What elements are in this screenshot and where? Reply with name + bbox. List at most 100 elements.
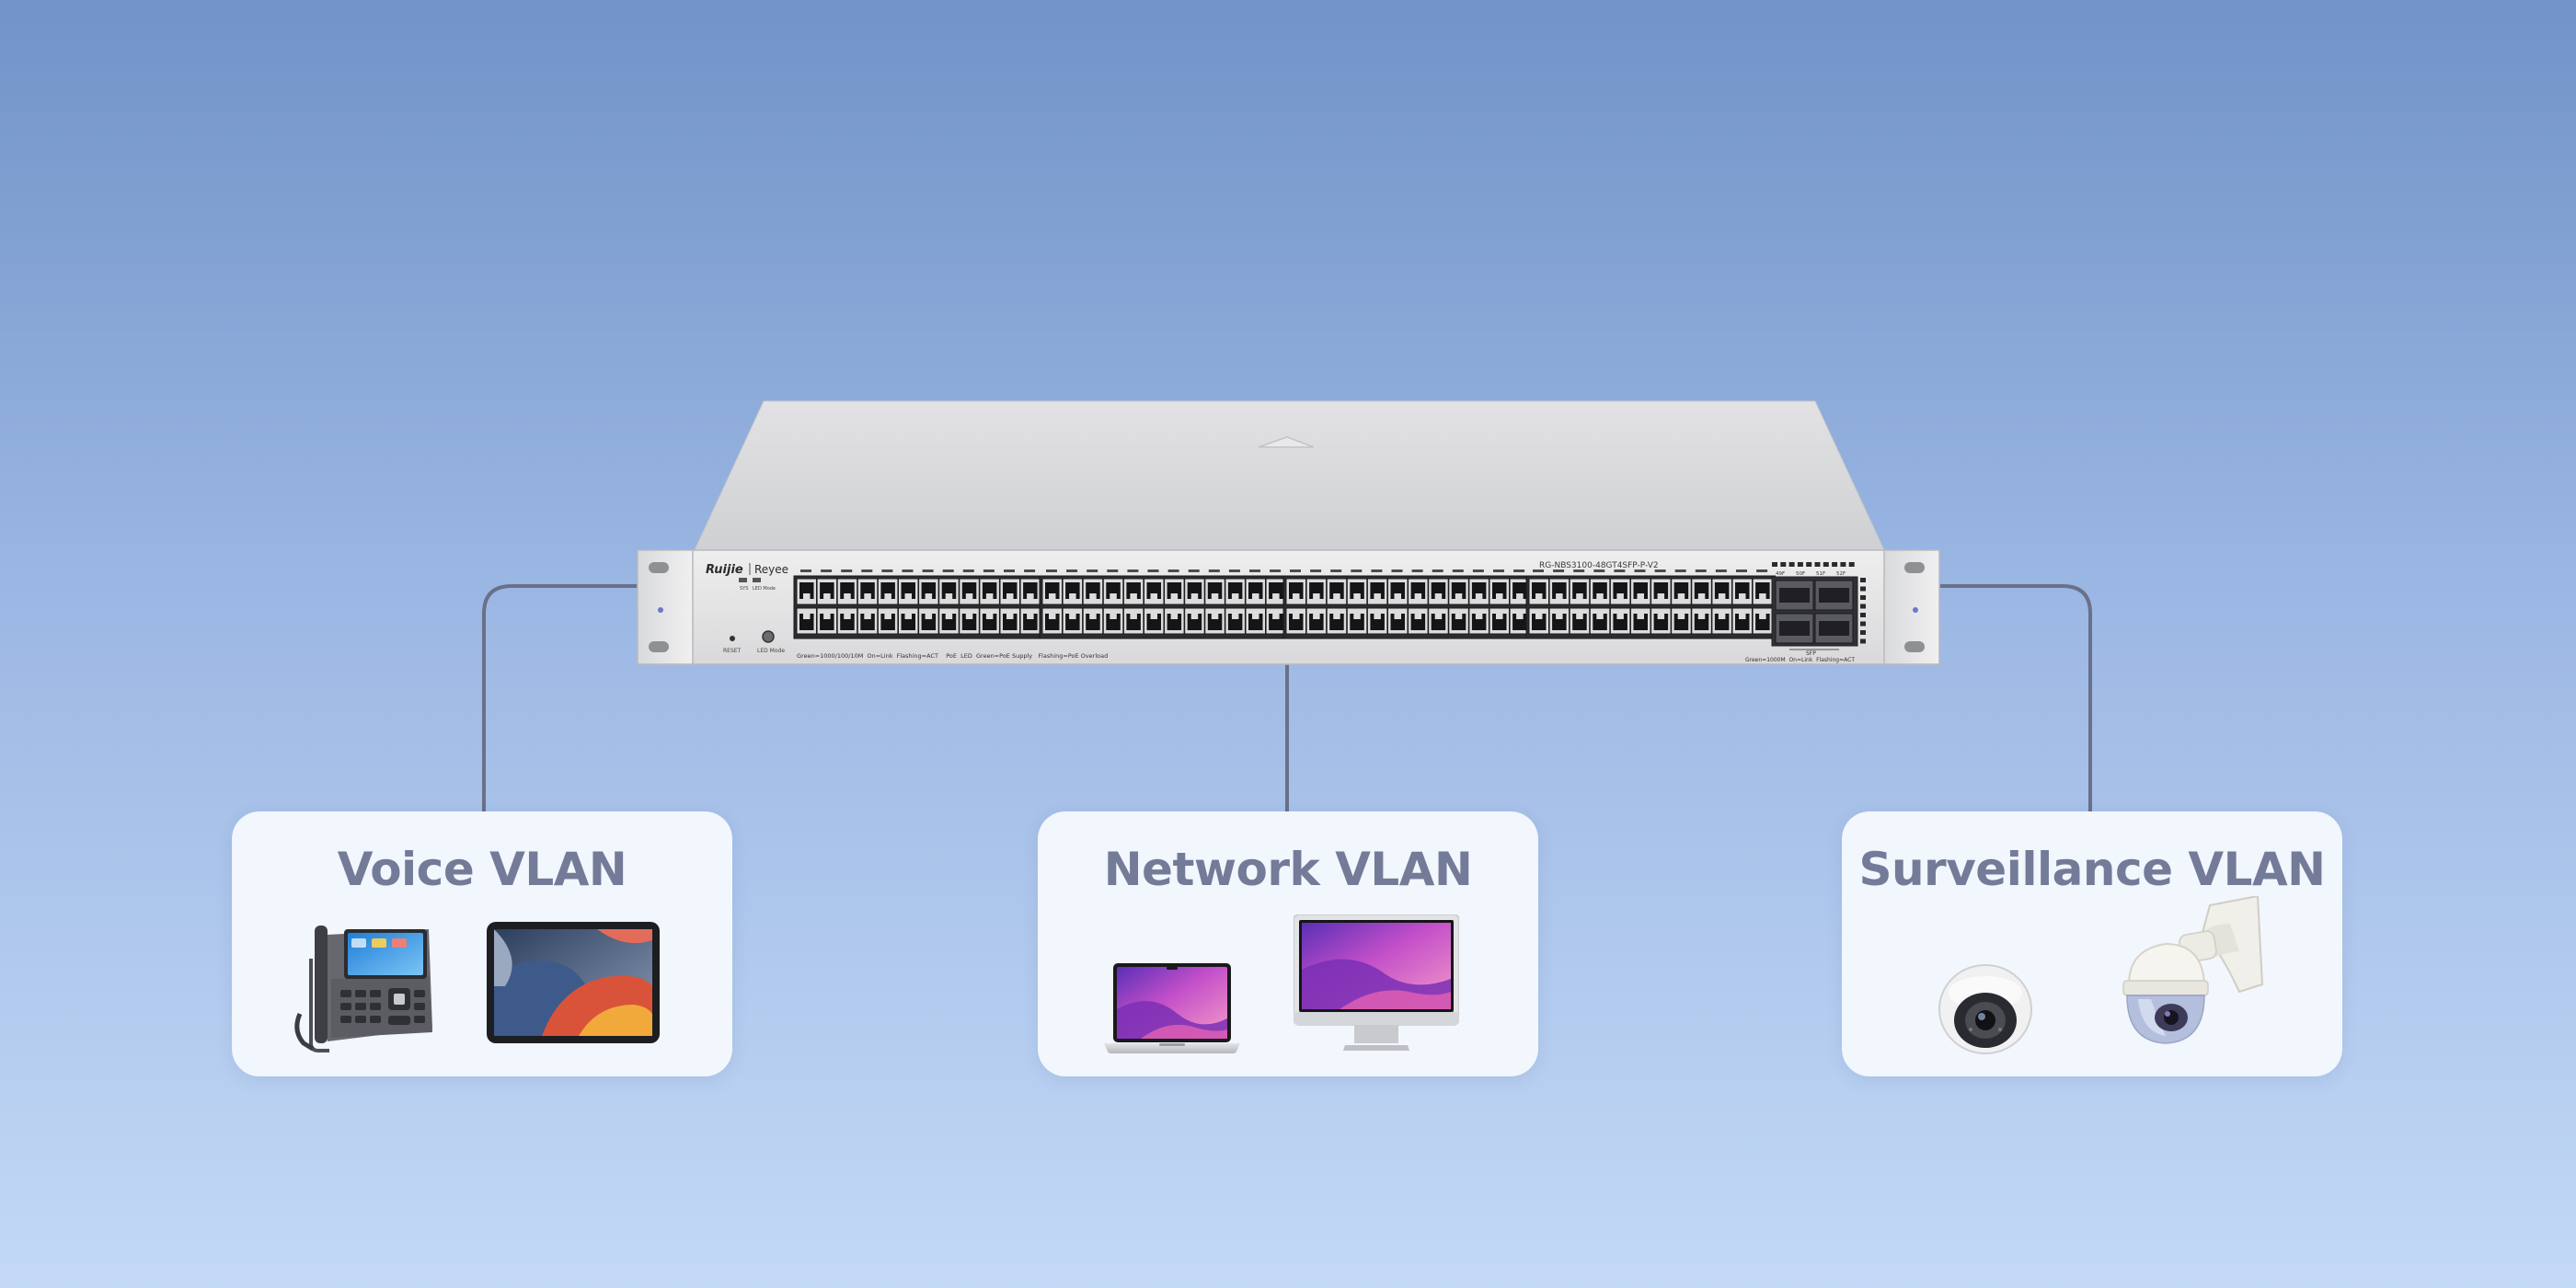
rj45-port (938, 607, 960, 635)
port-number-mark (1208, 569, 1220, 572)
rj45-port (979, 607, 1000, 635)
sfp-led (1848, 562, 1855, 567)
rj45-port (1528, 607, 1549, 635)
port-number-mark (1087, 569, 1098, 572)
sfp-label: SFP (1806, 650, 1816, 657)
sfp-led (1823, 562, 1829, 567)
rj45-port (796, 578, 817, 605)
rj45-port (1630, 578, 1651, 605)
rj45-port-blocks (793, 575, 1777, 639)
rj45-port (1204, 578, 1225, 605)
port-number-mark (1371, 569, 1383, 572)
voice-vlan-card: Voice VLAN (232, 811, 732, 1076)
rj45-port (1164, 607, 1185, 635)
port-number-mark (1432, 569, 1443, 572)
rj45-port (1589, 607, 1611, 635)
rj45-port (1184, 607, 1205, 635)
port-number-mark (1228, 569, 1240, 572)
rj45-port (1265, 578, 1287, 605)
rj45-port (1752, 607, 1774, 635)
rj45-port (1019, 578, 1041, 605)
rj45-port (816, 578, 838, 605)
rj45-port (1489, 578, 1510, 605)
sfp-led (1860, 604, 1866, 609)
monitor-icon (1294, 914, 1459, 1051)
rj45-port (1752, 578, 1774, 605)
sfp-port-label: 50F (1796, 571, 1805, 577)
ip-phone-icon (294, 926, 432, 1052)
switch-legend-right: Green=1000M On=Link Flashing=ACT (1745, 657, 1855, 663)
sys-led (739, 578, 747, 582)
port-number-mark (1351, 569, 1363, 572)
port-number-mark (861, 569, 873, 572)
sfp-led (1860, 578, 1866, 582)
dome-camera-icon (1938, 964, 2032, 1054)
voice-vlan-title: Voice VLAN (337, 843, 627, 896)
port-number-mark (1167, 569, 1179, 572)
port-number-mark (1127, 569, 1139, 572)
rj45-port (1711, 578, 1732, 605)
rj45-port (1489, 607, 1510, 635)
rj45-port (1366, 578, 1388, 605)
port-number-mark (1330, 569, 1342, 572)
port-number-mark (1553, 569, 1565, 572)
rj45-port (1305, 607, 1328, 635)
switch-model: RG-NBS3100-48GT4SFP-P-V2 (1539, 561, 1659, 570)
rj45-port (918, 578, 939, 605)
rj45-port (1408, 578, 1429, 605)
reset-button[interactable] (730, 636, 735, 641)
rj45-port (959, 578, 980, 605)
rj45-port (1062, 578, 1084, 605)
port-number-mark (1249, 569, 1260, 572)
port-number-mark (1147, 569, 1159, 572)
sfp-led (1780, 562, 1787, 567)
tablet-icon (487, 922, 660, 1043)
port-number-mark (1533, 569, 1544, 572)
rack-ear-right (1883, 549, 1940, 665)
port-number-mark (962, 569, 974, 572)
sfp-led-grid (1772, 562, 1866, 644)
port-number-mark (1736, 569, 1747, 572)
sfp-port-block: SFP (1771, 576, 1858, 657)
led-mode-button[interactable] (762, 630, 775, 643)
rj45-port (1711, 607, 1732, 635)
rj45-port (898, 607, 919, 635)
port-number-mark (1411, 569, 1423, 572)
rj45-port (1671, 607, 1692, 635)
rj45-port (1387, 578, 1409, 605)
sfp-led (1860, 630, 1866, 635)
connector-surveillance (1939, 584, 2092, 811)
sfp-port-label: 49F (1776, 571, 1785, 577)
rj45-port (1102, 607, 1124, 635)
sfp-led (1814, 562, 1821, 567)
rj45-port (857, 607, 879, 635)
rj45-port (1122, 607, 1144, 635)
connector-voice (482, 584, 638, 811)
network-vlan-title: Network VLAN (1103, 843, 1473, 896)
rj45-port (999, 607, 1020, 635)
sfp-led (1788, 562, 1795, 567)
port-number-mark (841, 569, 853, 572)
port-number-mark (1066, 569, 1078, 572)
rj45-port (1164, 578, 1185, 605)
port-number-mark (1472, 569, 1484, 572)
led-mode-led (753, 578, 761, 582)
rj45-port (1387, 607, 1409, 635)
port-number-mark (922, 569, 934, 572)
port-number-mark (1513, 569, 1525, 572)
rj45-port (1428, 578, 1449, 605)
sfp-led (1832, 562, 1838, 567)
rj45-port (918, 607, 939, 635)
rj45-port (1468, 578, 1489, 605)
port-number-mark (1391, 569, 1403, 572)
rj45-port (1650, 607, 1672, 635)
rj45-port (1245, 578, 1266, 605)
port-number-mark (1024, 569, 1036, 572)
led-mode-label: LED Mode (753, 586, 776, 592)
rj45-port (1225, 607, 1246, 635)
sfp-led (1860, 638, 1866, 644)
rj45-port (1448, 607, 1469, 635)
rj45-port (816, 607, 838, 635)
